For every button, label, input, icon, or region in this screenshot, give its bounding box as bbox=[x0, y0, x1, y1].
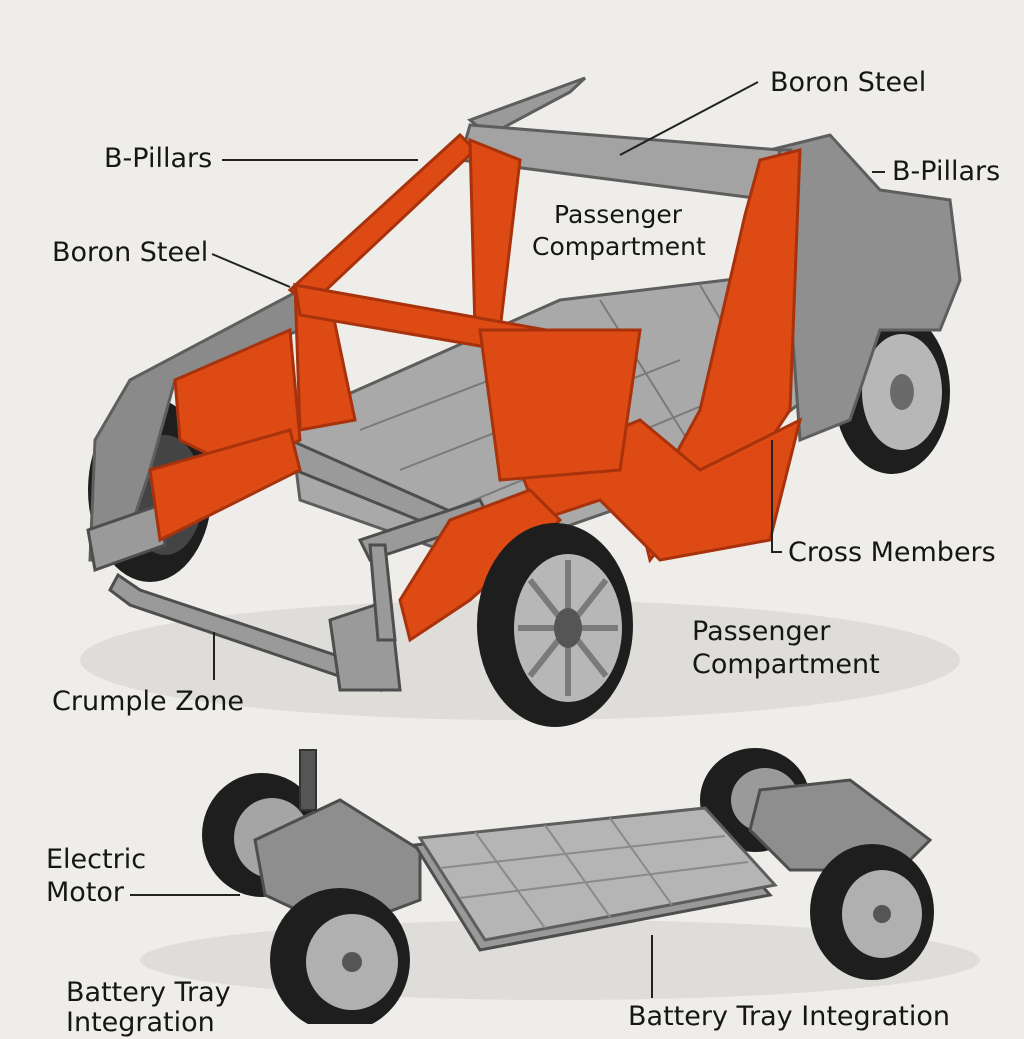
label-passenger-compartment-upper-line1: Passenger bbox=[554, 200, 683, 229]
leader-boron-steel-left bbox=[211, 253, 291, 288]
label-passenger-compartment-lower-line2: Compartment bbox=[692, 649, 880, 680]
skateboard-chassis bbox=[140, 748, 980, 1024]
electric-motor bbox=[253, 798, 422, 932]
chassis-rear-right-wheel bbox=[810, 844, 934, 980]
shock-absorber bbox=[299, 749, 317, 811]
label-battery-tray-left-line1: Battery Tray bbox=[66, 977, 231, 1008]
leader-lines bbox=[130, 81, 885, 998]
label-passenger-compartment-lower-line1: Passenger bbox=[692, 616, 831, 647]
leader-boron-steel-top bbox=[619, 81, 759, 156]
front-right-wheel bbox=[477, 523, 633, 727]
crumple-zone-frame bbox=[86, 437, 493, 693]
body-in-white bbox=[80, 76, 962, 727]
rear-quarter-panel bbox=[768, 133, 962, 443]
battery-pack bbox=[412, 806, 778, 952]
lower-sill bbox=[398, 488, 563, 643]
label-cross-members: Cross Members bbox=[788, 537, 996, 568]
label-boron-steel-left: Boron Steel bbox=[52, 237, 209, 268]
label-b-pillars-right: B-Pillars bbox=[892, 156, 1001, 187]
inner-rail bbox=[478, 328, 642, 482]
chassis-front-right-wheel bbox=[270, 888, 410, 1024]
label-battery-tray-left-line2: Integration bbox=[66, 1007, 215, 1038]
b-pillar-left bbox=[468, 137, 522, 332]
label-passenger-compartment-upper-line2: Compartment bbox=[532, 232, 706, 261]
label-electric-motor-line1: Electric bbox=[46, 844, 147, 875]
label-boron-steel-top: Boron Steel bbox=[770, 67, 927, 98]
label-crumple-zone: Crumple Zone bbox=[52, 686, 244, 717]
boron-steel-structure bbox=[148, 132, 803, 643]
label-electric-motor-line2: Motor bbox=[46, 877, 125, 908]
label-b-pillars-left: B-Pillars bbox=[104, 143, 213, 174]
leader-cross-members bbox=[771, 440, 782, 553]
label-battery-tray-bottom: Battery Tray Integration bbox=[628, 1001, 951, 1032]
front-longitudinal bbox=[148, 428, 302, 543]
